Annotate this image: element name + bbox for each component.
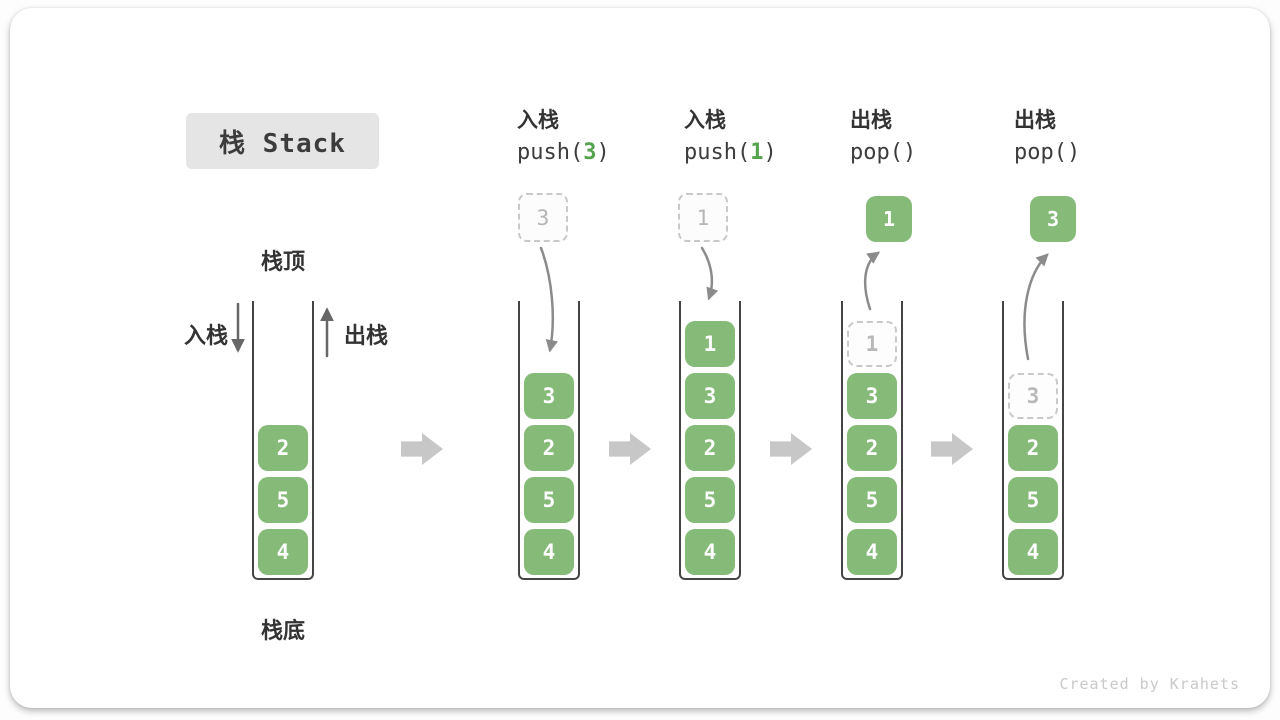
popped-value-box: 3 [1030,196,1076,242]
op-code: pop() [1014,140,1080,165]
column-header-push-3: 入栈 push(3) [517,104,610,165]
push-side-label: 入栈 [183,323,228,348]
stack-block: 5 [847,477,897,523]
stack-block: 4 [524,529,574,575]
op-code: push(1) [684,140,777,165]
stack-block: 2 [685,425,735,471]
pending-value-box: 1 [678,193,728,242]
stack-block: 4 [685,529,735,575]
op-label: 出栈 [850,109,892,132]
stack-block: 4 [847,529,897,575]
diagram-title: 栈 Stack [186,113,379,169]
code-post: ) [902,140,917,165]
stack-container-push-3: 4 5 2 3 [518,301,580,580]
code-pre: pop( [1014,140,1067,165]
op-code: push(3) [517,140,610,165]
code-post: ) [1066,140,1081,165]
pending-value-box: 3 [518,193,568,242]
stack-block: 5 [258,477,308,523]
stack-bottom-label: 栈底 [260,618,305,643]
watermark: Created by Krahets [1059,675,1240,693]
stack-block: 5 [685,477,735,523]
stack-block: 5 [1008,477,1058,523]
stack-container-initial: 4 5 2 [252,301,314,580]
op-label: 入栈 [517,109,559,132]
op-code: pop() [850,140,916,165]
stack-block: 4 [258,529,308,575]
popped-ghost-slot: 1 [847,321,897,367]
stack-block: 3 [685,373,735,419]
stack-block: 1 [685,321,735,367]
popped-value-box: 1 [866,196,912,242]
column-header-pop-3: 出栈 pop() [1014,104,1080,165]
stack-block: 2 [524,425,574,471]
stack-block: 3 [524,373,574,419]
op-label: 入栈 [684,109,726,132]
popped-ghost-slot: 3 [1008,373,1058,419]
code-post: ) [596,140,610,165]
code-pre: push( [684,140,751,165]
stack-block: 2 [1008,425,1058,471]
code-arg: 1 [750,140,764,165]
stack-block: 5 [524,477,574,523]
stack-container-push-1: 4 5 2 3 1 [679,301,741,580]
stack-block: 3 [847,373,897,419]
code-post: ) [763,140,777,165]
column-header-pop-1: 出栈 pop() [850,104,916,165]
code-arg: 3 [583,140,597,165]
stack-container-pop-1: 4 5 2 3 1 [841,301,903,580]
stack-top-label: 栈顶 [260,249,305,274]
op-label: 出栈 [1014,109,1056,132]
stack-block: 2 [258,425,308,471]
column-header-push-1: 入栈 push(1) [684,104,777,165]
stack-block: 4 [1008,529,1058,575]
code-pre: pop( [850,140,903,165]
stack-block: 2 [847,425,897,471]
pop-side-label: 出栈 [343,323,388,348]
stack-container-pop-3: 4 5 2 3 [1002,301,1064,580]
code-pre: push( [517,140,584,165]
